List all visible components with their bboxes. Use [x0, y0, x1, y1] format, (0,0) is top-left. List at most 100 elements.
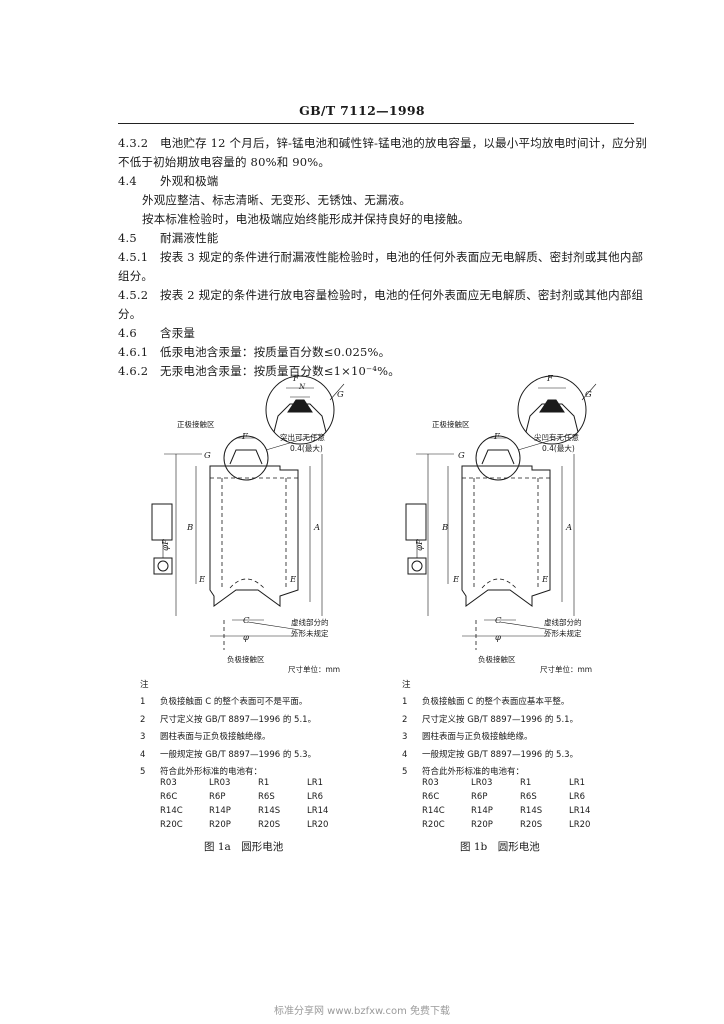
- footer-watermark: 标准分享网 www.bzfxw.com 免费下载: [274, 1006, 450, 1017]
- fig1a-label-phi: φ: [243, 633, 249, 643]
- clause-4-5-2-cont: 分。: [118, 307, 142, 321]
- model-cell: R20C: [422, 820, 445, 830]
- fig1b-notes-title: 注: [402, 680, 411, 690]
- fig1a-label-negative-area: 负极接触区: [227, 655, 265, 664]
- fig1b-label-shape-note-1: 虚线部分的: [544, 618, 582, 627]
- fig1b-label-unit: 尺寸单位：mm: [540, 665, 593, 674]
- fig1a-label-F-top: F: [293, 374, 299, 384]
- model-cell: R6C: [422, 792, 440, 802]
- model-cell: R03: [422, 778, 439, 788]
- fig1b-model-list: R03 LR03 R1 LR1 R6C R6P R6S LR6 R14C R14…: [422, 778, 618, 830]
- model-cell: LR03: [471, 778, 493, 788]
- model-cell: R20P: [471, 820, 493, 830]
- fig1a-label-F: F: [242, 432, 248, 442]
- model-cell: LR14: [569, 806, 591, 816]
- figure-1b-dimensions: [405, 453, 575, 637]
- fig1b-label-max: 0.4(最大): [542, 444, 575, 453]
- fig1a-label-B: B: [187, 523, 194, 533]
- clause-4-4-line2: 按本标准检验时，电池极端应始终能形成并保持良好的电接触。: [142, 212, 470, 226]
- clause-4-4-line1: 外观应整洁、标志清晰、无变形、无锈蚀、无漏液。: [142, 193, 412, 207]
- fig1a-label-positive-area: 正极接触区: [177, 420, 215, 429]
- fig1a-label-phiP: φP: [160, 539, 171, 551]
- fig1b-label-negative-area: 负极接触区: [478, 655, 516, 664]
- fig1b-label-E-left: E: [453, 575, 460, 585]
- model-cell: R03: [160, 778, 177, 788]
- fig1a-label-shape-note-2: 外形未规定: [291, 629, 329, 638]
- model-cell: R14S: [258, 806, 281, 816]
- model-cell: LR6: [569, 792, 586, 802]
- fig1a-label-shape-note-1: 虚线部分的: [291, 618, 329, 627]
- model-cell: R6S: [258, 792, 275, 802]
- model-cell: LR14: [307, 806, 329, 816]
- model-cell: R20C: [160, 820, 183, 830]
- fig1a-label-unit: 尺寸单位：mm: [288, 665, 341, 674]
- model-cell: R14C: [160, 806, 183, 816]
- model-cell: R20S: [520, 820, 543, 830]
- model-cell: R14P: [471, 806, 493, 816]
- model-cell: R20P: [209, 820, 231, 830]
- fig1b-label-B: B: [442, 523, 449, 533]
- fig1b-label-G-top: G: [585, 390, 592, 400]
- model-cell: R14C: [422, 806, 445, 816]
- fig1b-label-shape-note-2: 外形未规定: [544, 629, 582, 638]
- model-cell: LR03: [209, 778, 231, 788]
- figure-1b-detail-circle: [517, 375, 597, 445]
- fig1b-label-E-right: E: [542, 575, 549, 585]
- fig1a-label-G-top: G: [337, 390, 344, 400]
- fig1a-notes-title: 注: [140, 680, 149, 690]
- figure-1a-drawing: [151, 375, 345, 650]
- figure-1b-drawing: [405, 375, 597, 650]
- model-cell: LR6: [307, 792, 324, 802]
- model-cell: R14S: [520, 806, 543, 816]
- model-cell: R6C: [160, 792, 178, 802]
- fig1a-label-unevenness: 突出可无任意: [280, 433, 325, 442]
- fig1b-label-unevenness: 尖凹有无任意: [534, 433, 579, 442]
- fig1b-label-F: F: [494, 432, 500, 442]
- figure-1a-main-circle: [223, 433, 321, 481]
- figure-1b-battery-body: [461, 465, 551, 650]
- fig1a-model-list: R03 LR03 R1 LR1 R6C R6P R6S LR6 R14C R14…: [160, 778, 356, 830]
- header-rule: [118, 123, 634, 124]
- fig1a-label-E-left: E: [199, 575, 206, 585]
- model-cell: R1: [520, 778, 532, 788]
- fig1a-label-G: G: [204, 451, 211, 461]
- page-header: GB/T 7112—1998: [299, 103, 425, 118]
- model-cell: LR1: [307, 778, 324, 788]
- fig1a-label-C: C: [243, 616, 250, 626]
- figure-1b-caption: 图 1b 圆形电池: [460, 841, 540, 853]
- fig1b-label-G: G: [458, 451, 465, 461]
- figure-1a-caption: 图 1a 圆形电池: [204, 841, 284, 853]
- fig1a-label-max: 0.4(最大): [290, 444, 323, 453]
- clause-4-3-2-cont: 不低于初始期放电容量的 80%和 90%。: [118, 155, 331, 169]
- clause-4-5-1-cont: 组分。: [118, 269, 154, 283]
- model-cell: R14P: [209, 806, 231, 816]
- model-cell: LR20: [307, 820, 329, 830]
- model-cell: R6P: [209, 792, 226, 802]
- fig1b-label-positive-area: 正极接触区: [432, 420, 470, 429]
- fig1a-label-N: N: [299, 383, 306, 391]
- fig1b-label-phiP: φP: [414, 539, 425, 551]
- model-cell: R1: [258, 778, 270, 788]
- model-cell: R6P: [471, 792, 488, 802]
- model-cell: LR20: [569, 820, 591, 830]
- figure-1a-battery-body: [209, 465, 299, 650]
- model-cell: R6S: [520, 792, 537, 802]
